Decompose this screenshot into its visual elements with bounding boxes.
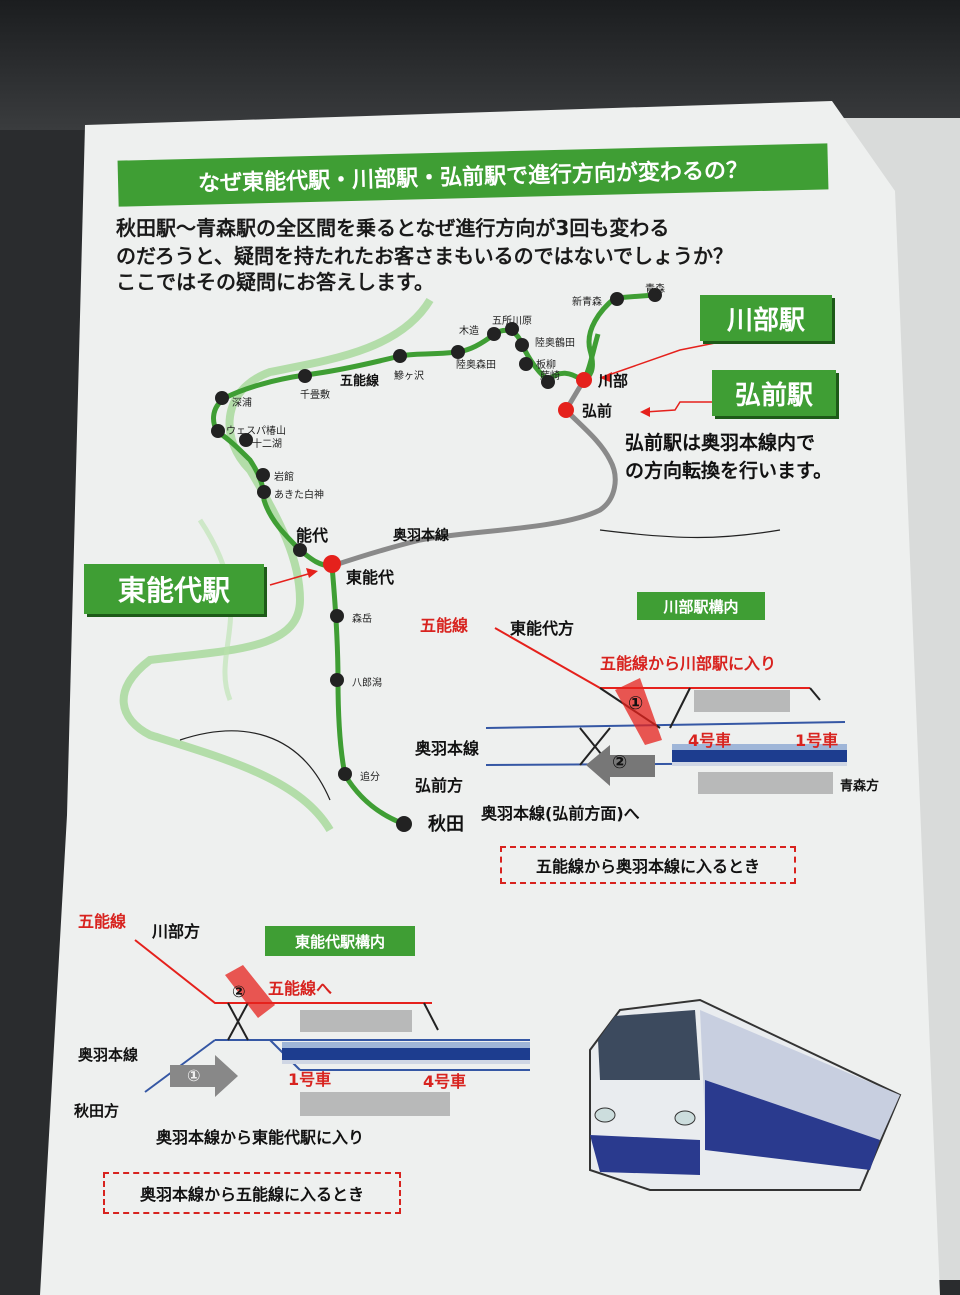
- intro-line-3: ここではその疑問にお答えします。: [116, 270, 434, 294]
- station-oiwake: 追分: [360, 772, 380, 783]
- line-label-gono: 五能線: [340, 374, 380, 389]
- tag-higashinoshiro-station: 東能代駅: [84, 564, 264, 614]
- kawabe-car-1: 1号車: [795, 731, 839, 750]
- kawabe-direction-aomori: 青森方: [840, 779, 880, 794]
- station-goshogawara: 五所川原: [492, 316, 532, 327]
- station-shin-aomori: 新青森: [572, 297, 602, 308]
- kawabe-car-4: 4号車: [688, 731, 732, 750]
- redacted-block: [694, 690, 790, 712]
- station-hachirogata: 八郎潟: [352, 678, 382, 689]
- tag-kawabe-station: 川部駅: [700, 295, 832, 341]
- hn-box-caption: 奥羽本線から五能線に入るとき: [103, 1172, 401, 1214]
- tag-hirosaki-station: 弘前駅: [712, 370, 836, 416]
- train-illustration: [589, 998, 902, 1191]
- hn-step-1: ①: [187, 1066, 201, 1085]
- station-moritake: 森岳: [352, 614, 372, 625]
- kawabe-step-1: ①: [628, 693, 644, 714]
- hn-car-1: 1号車: [288, 1070, 332, 1089]
- intro-line-1: 秋田駅〜青森駅の全区間を乗るとなぜ進行方向が3回も変わる: [116, 216, 670, 240]
- kawabe-bottom-caption: 奥羽本線(弘前方面)へ: [481, 804, 640, 823]
- hirosaki-note-line-1: 弘前駅は奥羽本線内で: [625, 432, 816, 454]
- hn-entry-caption: 奥羽本線から東能代駅に入り: [156, 1128, 365, 1147]
- redacted-block: [698, 772, 833, 794]
- hn-ou-label: 奥羽本線: [78, 1046, 139, 1064]
- kawabe-step-2: ②: [612, 752, 628, 773]
- station-fukaura: 深浦: [232, 398, 252, 409]
- kawabe-direction-hirosaki: 弘前方: [415, 776, 464, 795]
- kawabe-entry-caption: 五能線から川部駅に入り: [600, 654, 777, 673]
- station-aomori: 青森: [645, 284, 665, 295]
- station-ajigasawa: 鰺ヶ沢: [394, 371, 424, 382]
- intro-line-2: のだろうと、疑問を持たれたお客さまもいるのではないでしょうか？: [116, 244, 733, 268]
- hn-step-2: ②: [232, 982, 246, 1001]
- hn-direction-akita: 秋田方: [74, 1102, 120, 1120]
- hn-car-4: 4号車: [423, 1072, 467, 1091]
- station-iwadate: 岩館: [274, 472, 294, 483]
- redacted-block: [300, 1092, 450, 1116]
- station-fujisaki: 藤崎: [540, 371, 560, 382]
- kawabe-box-caption: 五能線から奥羽本線に入るとき: [500, 846, 796, 884]
- hn-gono-label: 五能線: [78, 912, 127, 931]
- station-higashinoshiro: 東能代: [346, 568, 395, 587]
- station-dots: [211, 288, 662, 832]
- station-akita: 秋田: [428, 814, 464, 835]
- station-wespa-tsubakiyama: ウェスパ椿山: [226, 426, 286, 437]
- station-kawabe: 川部: [598, 372, 629, 390]
- station-mutsutsuruda: 陸奥鶴田: [535, 338, 575, 349]
- station-juniko: 十二湖: [252, 439, 282, 450]
- station-mutsumorita: 陸奥森田: [456, 360, 496, 371]
- station-kizukuri: 木造: [459, 326, 479, 337]
- kawabe-diagram-tag: 川部駅構内: [637, 592, 765, 620]
- station-akita-shirakami: あきた白神: [274, 490, 324, 501]
- hn-direction-kawabe: 川部方: [152, 922, 201, 941]
- station-itayanagi: 板柳: [536, 360, 556, 371]
- kawabe-direction-noshiro: 東能代方: [510, 619, 575, 638]
- station-hirosaki: 弘前: [582, 402, 613, 420]
- kawabe-gono-label: 五能線: [420, 616, 469, 635]
- line-label-ou: 奥羽本線: [393, 528, 449, 544]
- station-noshiro: 能代: [296, 526, 329, 545]
- higashinoshiro-yard-diagram: [134, 939, 530, 1097]
- station-senjojiki: 千畳敷: [300, 390, 330, 401]
- kawabe-ou-label: 奥羽本線: [415, 739, 480, 758]
- hirosaki-note-line-2: の方向転換を行います。: [625, 460, 833, 482]
- redacted-block: [300, 1010, 412, 1032]
- kawabe-yard-diagram: [485, 627, 847, 786]
- hn-diagram-tag: 東能代駅構内: [265, 926, 415, 956]
- hn-to-gono: 五能線へ: [268, 979, 333, 998]
